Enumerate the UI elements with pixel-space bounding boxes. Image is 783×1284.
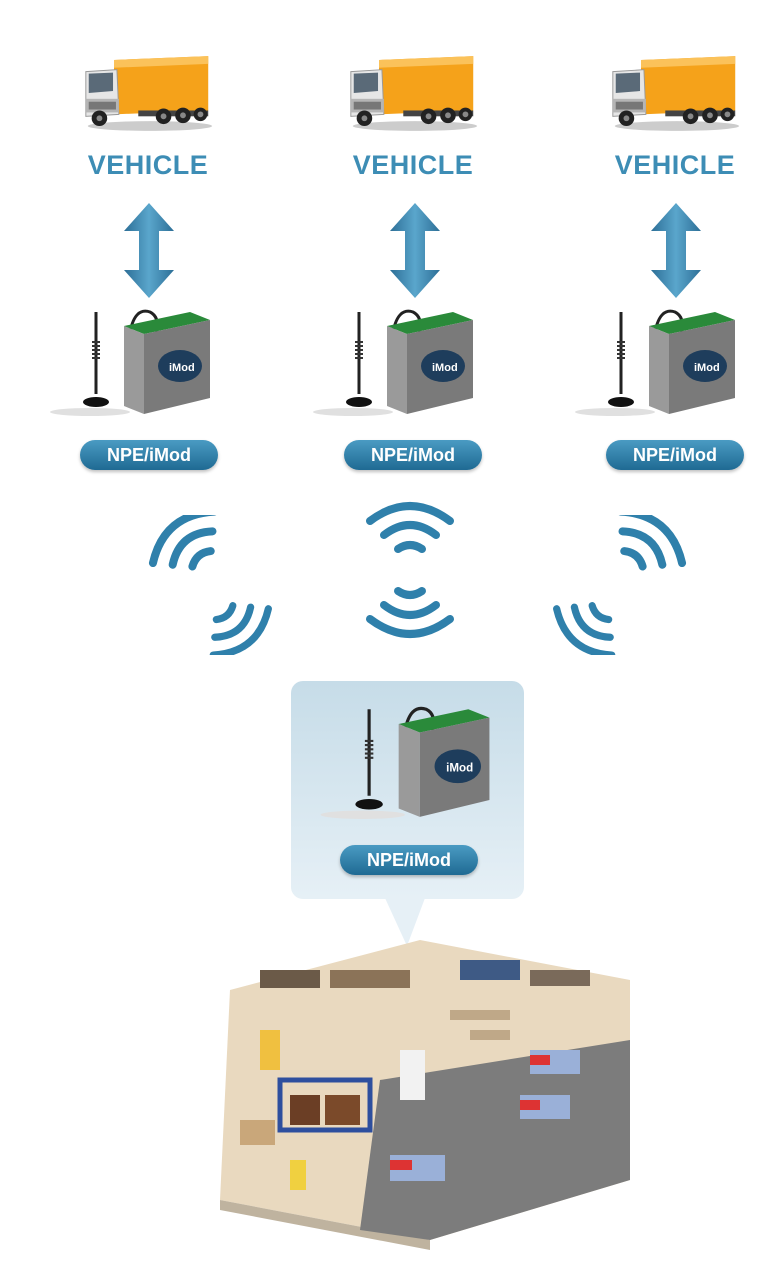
device-badge: NPE/iMod <box>80 440 218 470</box>
vehicle-label: VEHICLE <box>87 150 209 180</box>
truck-icon <box>607 48 743 138</box>
gateway-device-icon <box>310 698 500 826</box>
warehouse-image <box>220 940 630 1250</box>
wireless-signal-icon <box>595 515 695 575</box>
bidirectional-arrow-icon <box>651 203 701 298</box>
popup-pointer <box>385 898 425 946</box>
wireless-signal-icon <box>140 515 240 575</box>
wireless-signal-icon <box>360 500 460 562</box>
gateway-device-icon <box>565 302 745 422</box>
wireless-signal-icon <box>360 578 460 640</box>
device-badge: NPE/iMod <box>344 440 482 470</box>
gateway-device-icon <box>40 302 220 422</box>
truck-icon <box>345 48 481 138</box>
device-badge: NPE/iMod <box>606 440 744 470</box>
vehicle-label: VEHICLE <box>352 150 474 180</box>
wireless-signal-icon <box>190 595 280 655</box>
vehicle-label: VEHICLE <box>614 150 736 180</box>
truck-icon <box>80 48 216 138</box>
wireless-signal-icon <box>545 595 635 655</box>
bidirectional-arrow-icon <box>390 203 440 298</box>
device-badge: NPE/iMod <box>340 845 478 875</box>
bidirectional-arrow-icon <box>124 203 174 298</box>
gateway-device-icon <box>303 302 483 422</box>
